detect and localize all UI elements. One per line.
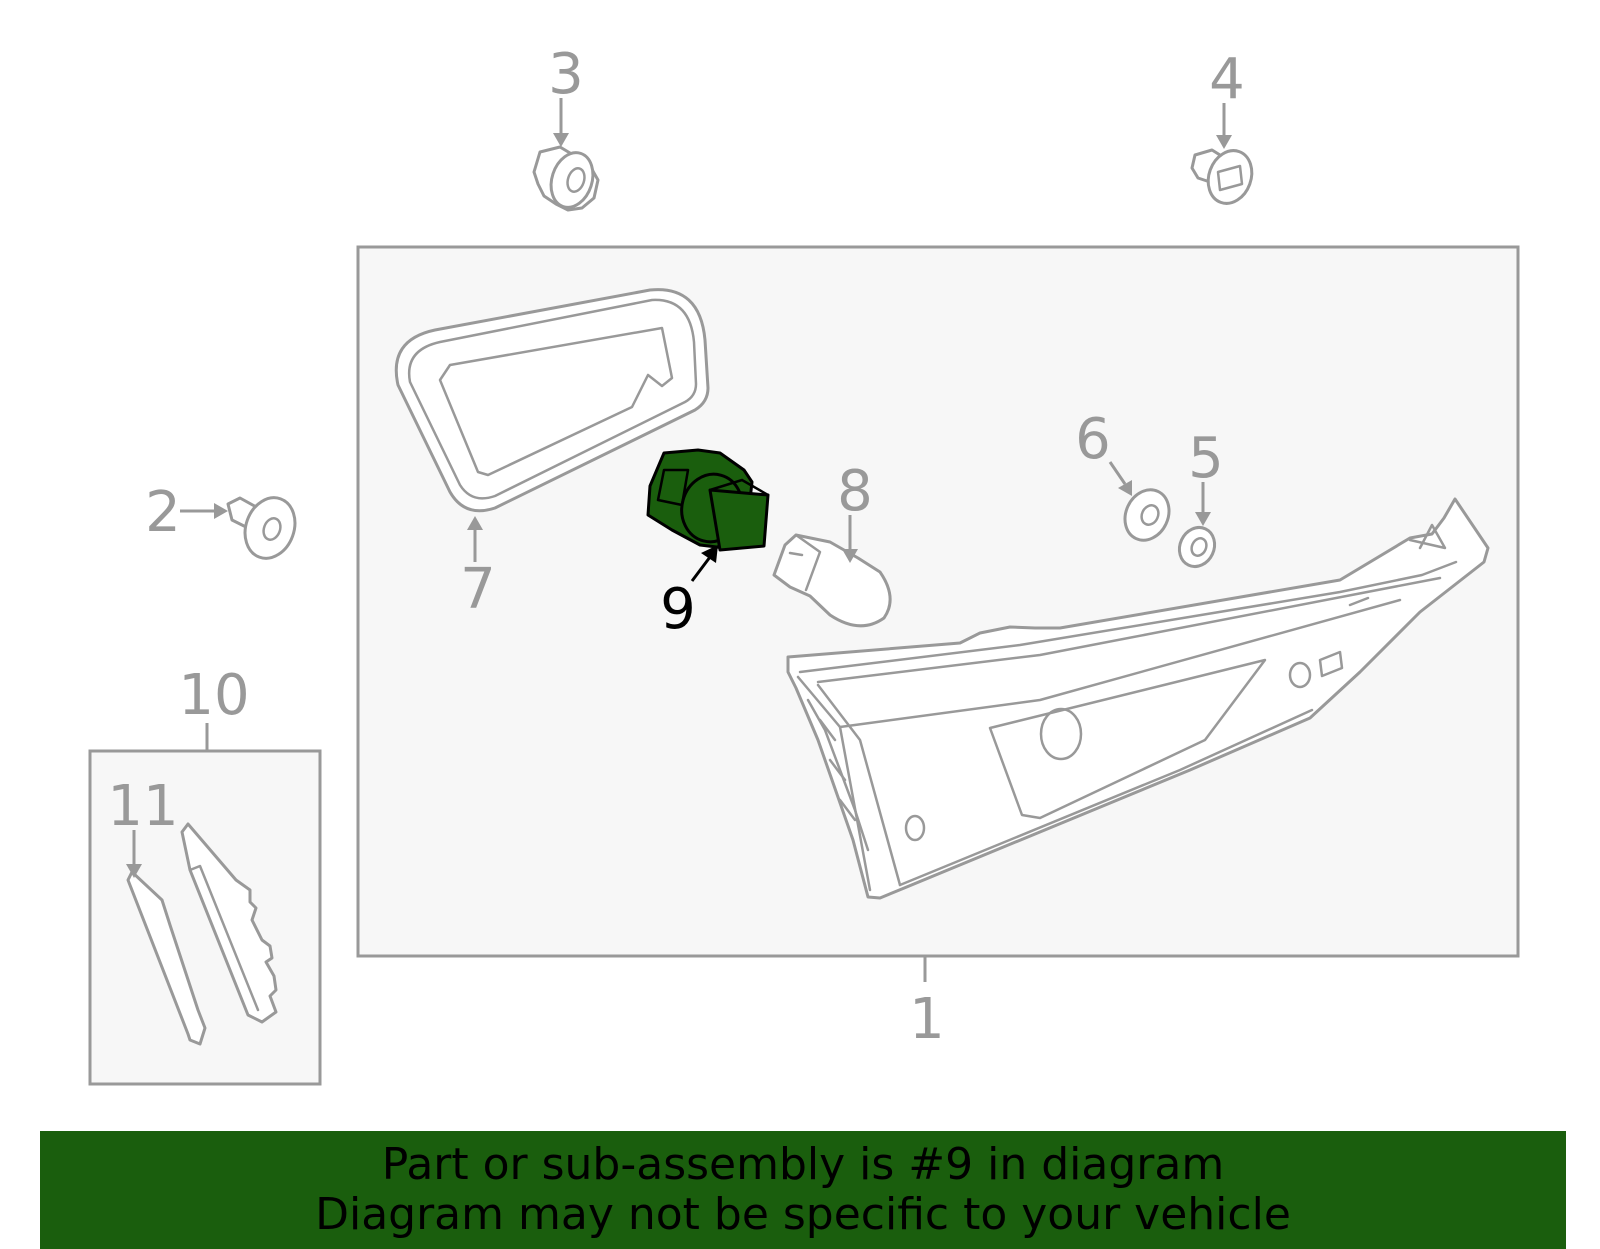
callout-9: 9	[660, 577, 696, 642]
arrowhead-2	[214, 503, 228, 519]
leader-6	[1108, 461, 1127, 485]
part-10-bracket	[180, 822, 278, 1024]
part-5-nut	[1177, 526, 1217, 568]
arrowhead-7	[467, 516, 483, 530]
arrowhead-9	[701, 545, 718, 563]
callout-5: 5	[1188, 426, 1224, 491]
banner-line-2: Diagram may not be specific to your vehi…	[315, 1189, 1291, 1240]
callout-2: 2	[145, 480, 181, 545]
callout-6: 6	[1075, 407, 1111, 472]
part-11-lens-strip	[126, 870, 207, 1046]
callout-8: 8	[837, 459, 873, 524]
part-8-bulb	[772, 533, 892, 628]
callout-10: 10	[178, 663, 249, 728]
callout-11: 11	[107, 774, 178, 839]
part-6-washer	[1123, 488, 1171, 542]
arrowhead-4	[1216, 135, 1232, 149]
arrowhead-6	[1118, 480, 1132, 496]
arrowhead-8	[842, 549, 858, 563]
banner-line-1: Part or sub-assembly is #9 in diagram	[381, 1139, 1225, 1190]
callout-3: 3	[548, 42, 584, 107]
callout-7: 7	[460, 557, 496, 622]
part-2-screw	[226, 496, 297, 560]
callout-4: 4	[1209, 47, 1245, 112]
leader-9	[690, 556, 712, 582]
part-7-gasket	[394, 288, 710, 513]
arrowhead-5	[1195, 512, 1211, 526]
callout-1: 1	[909, 987, 945, 1052]
part-4-clip	[1190, 148, 1254, 205]
arrowhead-3	[553, 133, 569, 147]
arrowhead-11	[126, 864, 142, 878]
info-banner: Part or sub-assembly is #9 in diagram Di…	[40, 1131, 1566, 1249]
part-9-socket	[646, 448, 770, 552]
part-1-lamp-housing	[786, 497, 1490, 900]
part-3-clip	[532, 145, 600, 212]
